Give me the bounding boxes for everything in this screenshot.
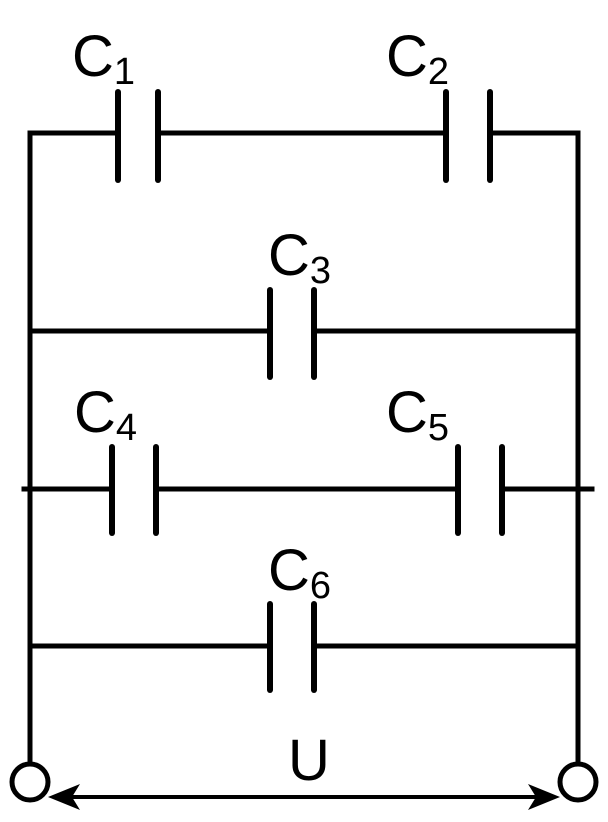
branch-1 <box>27 89 581 183</box>
capacitor-label-c5: C5 <box>386 380 449 449</box>
voltage-arrow <box>48 784 560 810</box>
branch-2 <box>27 287 581 380</box>
terminal-right <box>557 761 599 803</box>
branch-4 <box>27 601 581 693</box>
branch-3 <box>21 444 595 536</box>
arrow-head-left <box>48 784 80 810</box>
terminal-left <box>9 761 51 803</box>
capacitor-label-c1: C1 <box>72 24 135 93</box>
capacitor-label-c2: C2 <box>386 24 449 93</box>
voltage-label: U <box>288 728 330 793</box>
capacitor-label-c3: C3 <box>268 223 331 292</box>
arrow-head-right <box>528 784 560 810</box>
capacitor-label-c4: C4 <box>74 380 137 449</box>
capacitor-label-c6: C6 <box>268 538 331 607</box>
